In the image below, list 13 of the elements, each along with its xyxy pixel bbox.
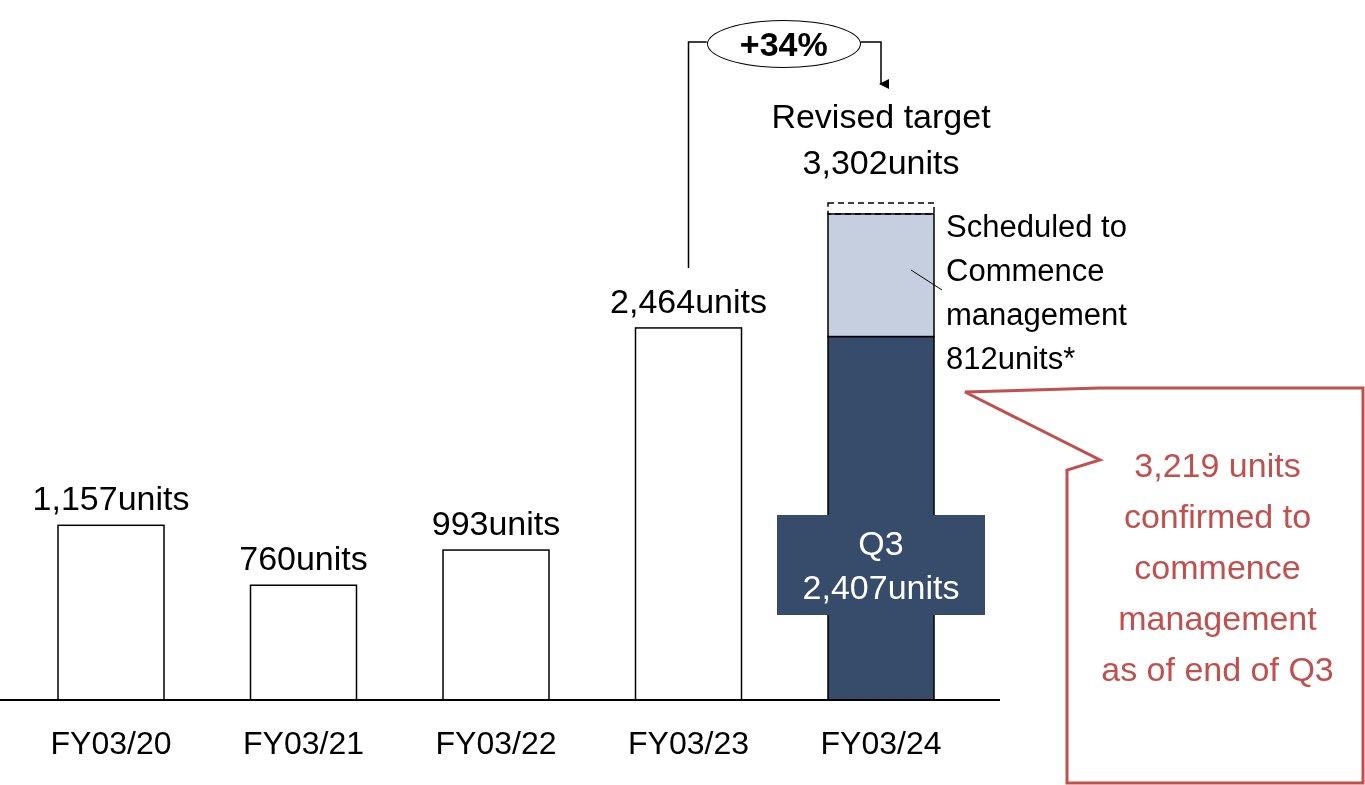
value-label: 1,157units xyxy=(31,479,191,519)
category-label: FY03/22 xyxy=(434,725,558,762)
value-label: 993units xyxy=(430,504,562,544)
bar-label: Q3 2,407units xyxy=(777,515,985,616)
annotation-text: Scheduled to Commence management 812units* xyxy=(946,208,1128,378)
callout-text: 3,219 units confirmed to commence management as of end of Q3 xyxy=(1100,445,1335,690)
category-label: FY03/21 xyxy=(242,725,365,762)
value-label: 760units xyxy=(238,539,369,579)
target-label: Revised target 3,302units xyxy=(770,96,992,183)
category-label: FY03/23 xyxy=(627,725,750,762)
value-label: 2,464units xyxy=(609,281,768,321)
category-label: FY03/20 xyxy=(49,725,173,762)
category-label: FY03/24 xyxy=(819,725,943,762)
